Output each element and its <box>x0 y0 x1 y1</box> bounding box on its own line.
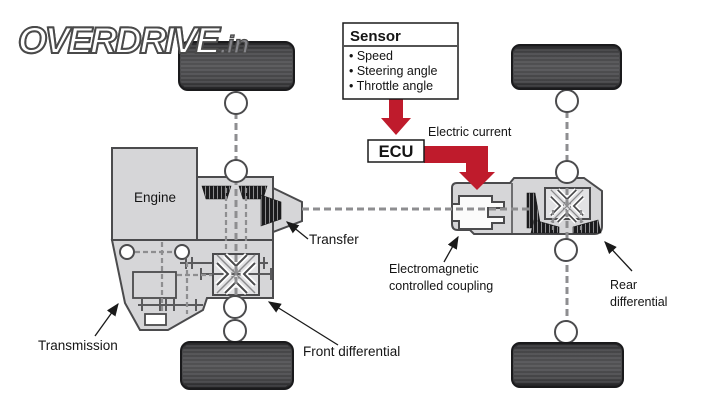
electromagnetic-label-line1: Electromagnetic <box>389 262 479 276</box>
ecu-to-coupling-arrow <box>424 146 495 190</box>
transfer-pointer-line <box>285 221 309 240</box>
rear-drive-unit <box>451 177 603 235</box>
front-differential-pointer-line <box>267 301 339 346</box>
wheel-rear-bottom <box>511 342 624 388</box>
engine-label: Engine <box>134 190 176 205</box>
logo-main-text: OVERDRIVE <box>17 20 221 61</box>
ecu-box: ECU <box>367 139 425 163</box>
transmission-valve-body <box>132 271 177 299</box>
sensor-item-throttle-angle: • Throttle angle <box>349 79 433 93</box>
sensor-item-speed: • Speed <box>349 49 393 63</box>
gear-shaft-lower <box>138 299 203 311</box>
wheels <box>178 41 624 390</box>
transmission-pointer-line <box>94 302 119 337</box>
transfer-bevel-gear <box>260 194 282 227</box>
front-differential-label: Front differential <box>303 344 400 359</box>
sensor-box: Sensor • Speed • Steering angle • Thrott… <box>342 22 459 100</box>
engine-block <box>111 147 198 241</box>
transmission-label: Transmission <box>38 338 118 353</box>
transmission-pulley-right <box>174 244 190 260</box>
sensor-to-ecu-arrow <box>381 98 411 135</box>
overdrive-logo: OVERDRIVE.in <box>17 20 250 61</box>
sensor-item-steering-angle: • Steering angle <box>349 64 438 78</box>
rear-differential-label-line2: differential <box>610 295 667 309</box>
electromagnetic-coupling <box>451 195 505 230</box>
engine-transmission-assembly <box>110 147 303 331</box>
electric-current-label: Electric current <box>428 125 512 139</box>
transfer-label: Transfer <box>309 232 359 247</box>
rear-differential-label-line1: Rear <box>610 278 637 292</box>
coupling-pointer-line <box>443 235 459 263</box>
transmission-pulley-left <box>119 244 135 260</box>
rear-differential-pointer-line <box>604 241 633 272</box>
transmission-pan <box>144 313 167 326</box>
electromagnetic-label-line2: controlled coupling <box>389 279 493 293</box>
ecu-label: ECU <box>379 143 414 161</box>
logo-suffix-text: .in <box>219 31 250 59</box>
wheel-front-top <box>178 41 295 91</box>
wheel-front-bottom <box>180 341 294 390</box>
wheel-rear-top <box>511 44 622 90</box>
sensor-title: Sensor <box>350 28 401 45</box>
